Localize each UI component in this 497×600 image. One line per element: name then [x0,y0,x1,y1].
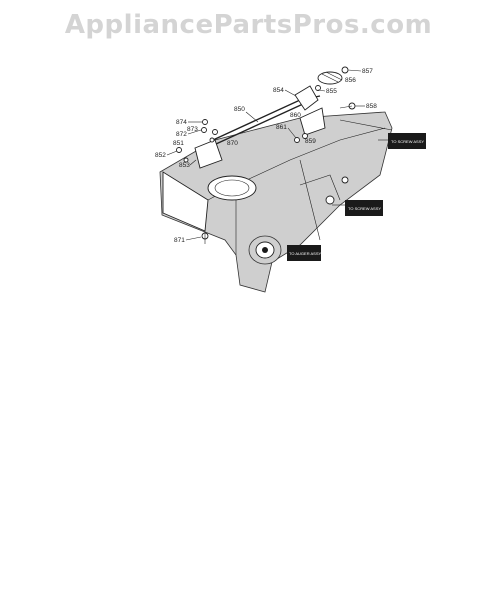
callout-857: 857 [362,68,373,75]
callout-860: 860 [290,112,301,119]
callout-870: 870 [227,140,238,147]
control-rod [212,66,356,145]
callout-850: 850 [234,106,245,113]
svg-text:TO SCREW ASSY: TO SCREW ASSY [348,206,381,211]
callout-873: 873 [187,126,198,133]
reference-tag-right-top: TO SCREW ASSY [378,133,426,149]
callout-861: 861 [276,124,287,131]
callout-859: 859 [305,138,316,145]
callout-labels: 857 856 854 855 858 850 860 874 873 872 … [155,68,377,244]
rod-bracket [294,85,319,111]
callout-874: 874 [176,119,187,126]
callout-853: 853 [179,162,190,169]
callout-872: 872 [176,131,187,138]
housing-opening [207,175,257,201]
callout-855: 855 [326,88,337,95]
screw [341,66,349,74]
callout-851: 851 [173,140,184,147]
callout-854: 854 [273,87,284,94]
left-bracket [176,119,308,244]
svg-text:TO AUGER ASSY: TO AUGER ASSY [289,251,321,256]
callout-858: 858 [366,103,377,110]
callout-871: 871 [174,237,185,244]
callout-856: 856 [345,77,356,84]
svg-text:TO SCREW ASSY: TO SCREW ASSY [391,139,424,144]
reference-tag-right-mid: TO SCREW ASSY [332,200,383,216]
callout-852: 852 [155,152,166,159]
watermark-text: AppliancePartsPros.com [64,10,433,40]
reference-tag-bottom: TO AUGER ASSY [287,245,321,261]
